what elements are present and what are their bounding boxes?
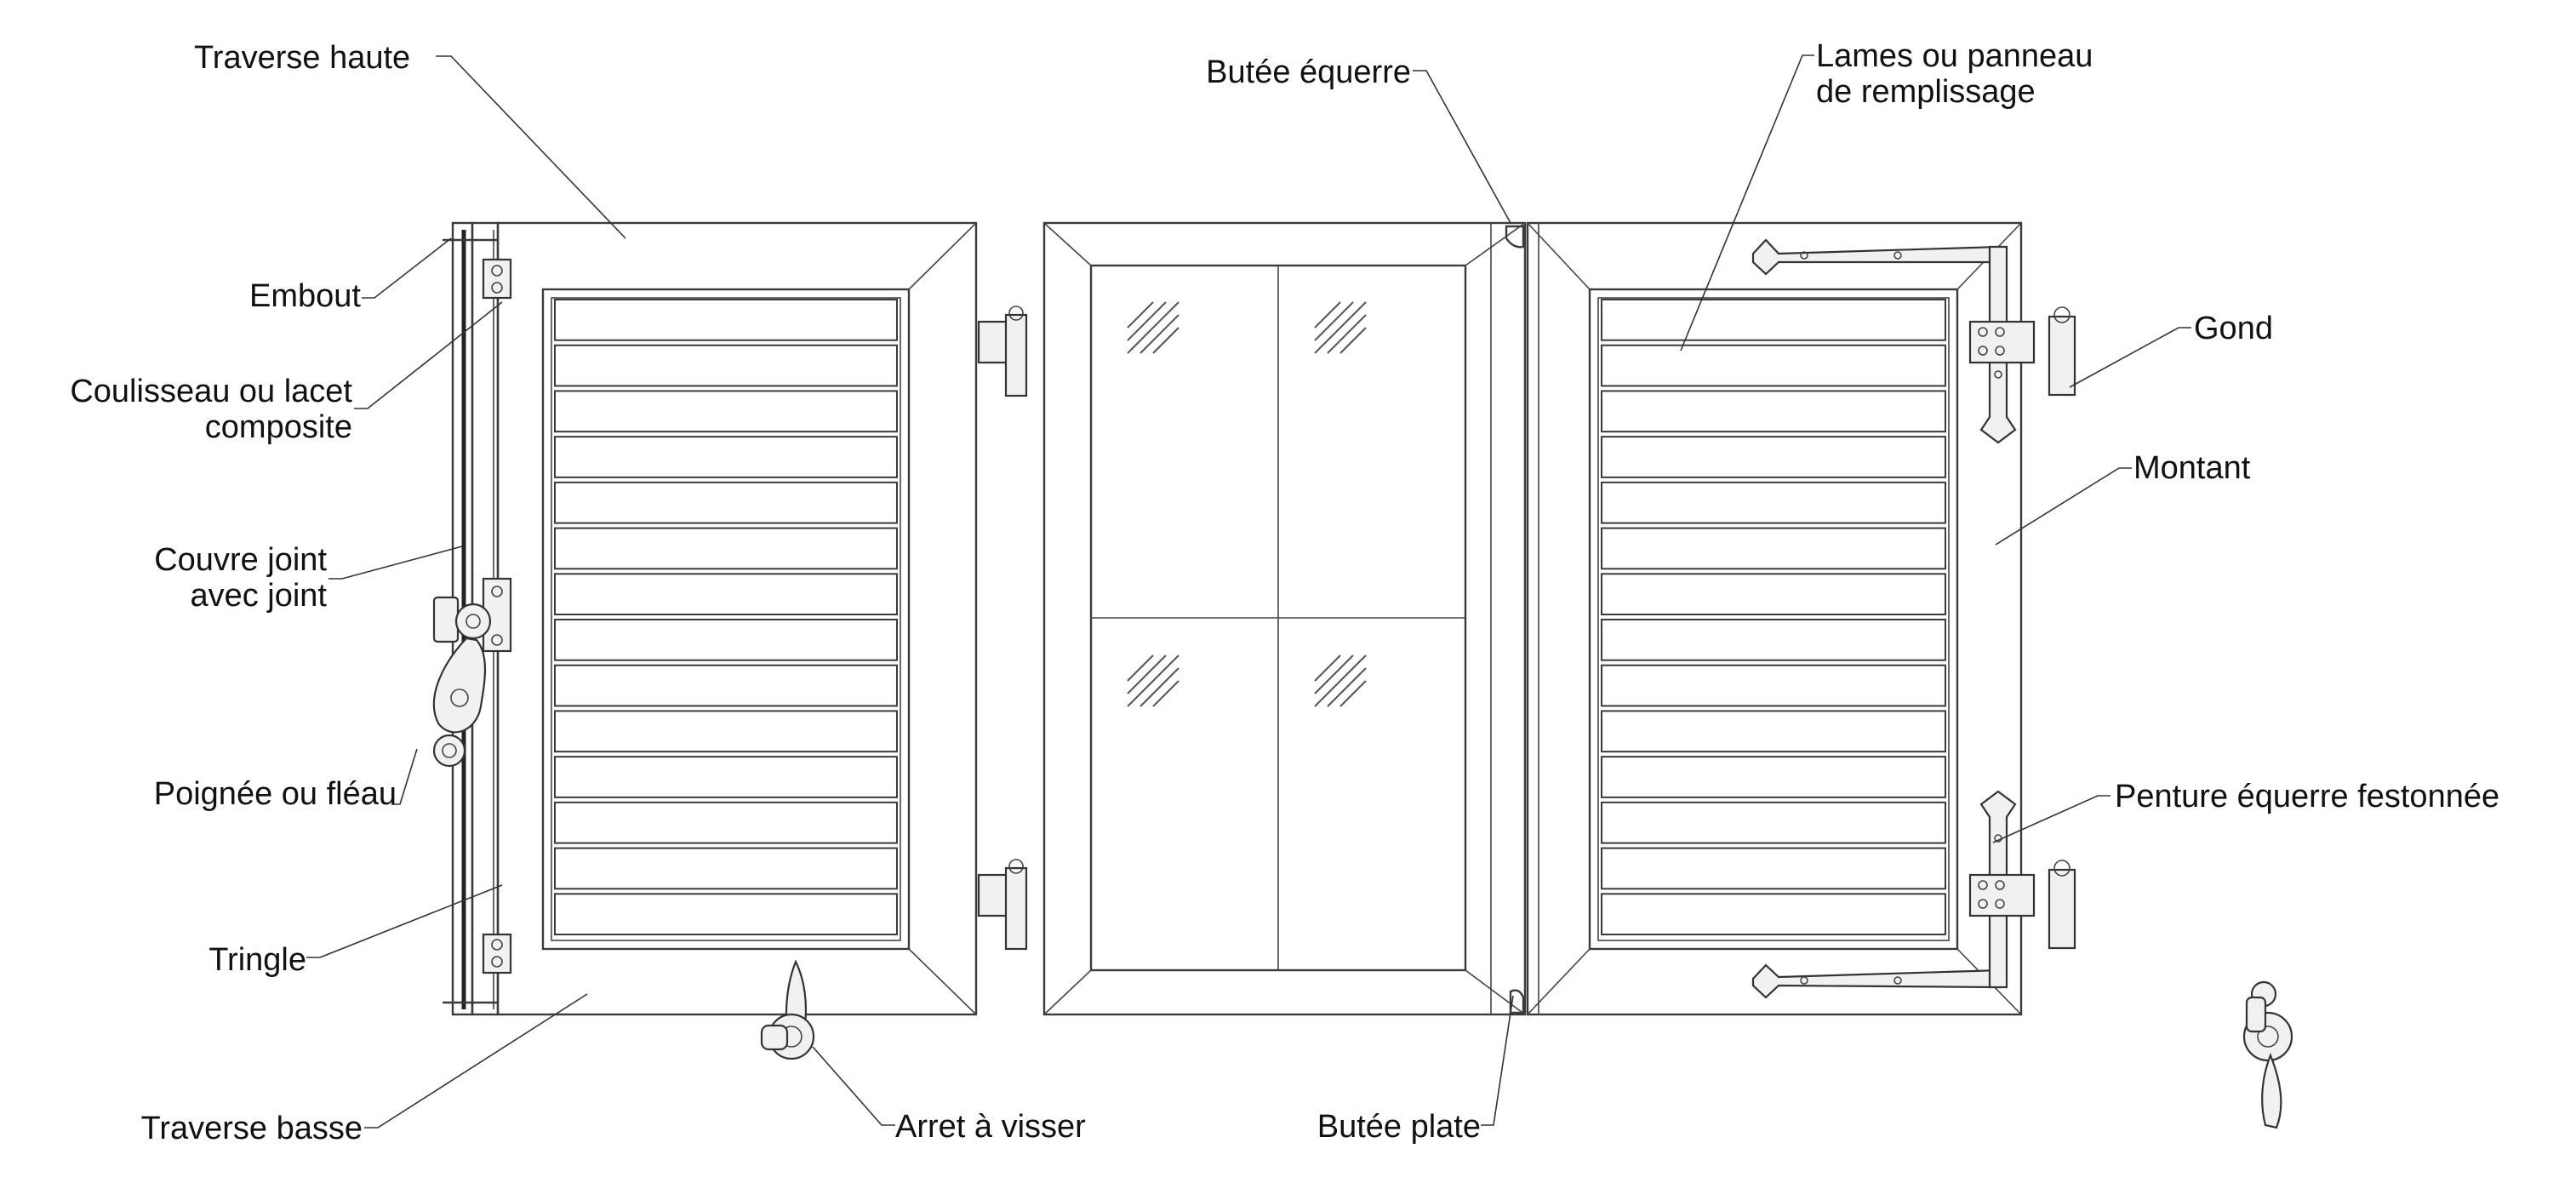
louver-slat <box>1601 664 1946 707</box>
center-mitre-br <box>1465 969 1526 1015</box>
arret-a-visser-right <box>2242 980 2293 1129</box>
label-penture: Penture équerre festonnée <box>2115 779 2499 814</box>
left-mitre-top-right <box>908 222 977 290</box>
label-lames-line1: Lames ou panneau <box>1816 38 2093 74</box>
label-tringle: Tringle <box>208 942 306 978</box>
right-mitre-tl <box>1527 222 1591 290</box>
right-shutter-frame <box>1526 221 2023 1016</box>
louver-slat <box>1601 847 1946 890</box>
louver-slat <box>554 344 898 387</box>
louver-slat <box>1601 710 1946 753</box>
left-shutter <box>432 221 978 1016</box>
label-butee-equerre: Butée équerre <box>1206 54 1411 90</box>
louver-slat <box>554 801 898 844</box>
label-montant: Montant <box>2133 450 2251 486</box>
label-traverse-basse: Traverse basse <box>141 1111 363 1146</box>
label-embout: Embout <box>249 278 361 314</box>
label-butee-plate: Butée plate <box>1317 1109 1481 1145</box>
center-mitre-bl <box>1043 969 1092 1015</box>
louver-slat <box>1601 573 1946 615</box>
right-mitre-bl <box>1527 948 1591 1015</box>
right-shutter <box>1526 221 2076 1016</box>
embout-rod-ends <box>443 238 498 1004</box>
louver-slat <box>1601 299 1946 341</box>
louver-slat <box>1601 390 1946 433</box>
butee-plate-mark <box>1509 989 1525 1014</box>
louver-slat <box>554 527 898 570</box>
louver-slat <box>554 847 898 890</box>
label-arret-a-visser: Arret à visser <box>895 1109 1086 1145</box>
louver-slat <box>554 299 898 341</box>
louver-slat <box>554 619 898 661</box>
left-hinges <box>977 306 1028 951</box>
louver-slat <box>554 436 898 478</box>
louver-slat <box>554 664 898 707</box>
right-shutter-panel-inner <box>1597 297 1950 941</box>
leader-lines <box>306 54 2191 1129</box>
center-mitre-tl <box>1043 222 1092 266</box>
butee-equerre-mark <box>1505 225 1525 249</box>
label-coulisseau-line2: composite <box>205 409 352 445</box>
louver-slat <box>554 573 898 615</box>
label-couvre-joint-line1: Couvre joint <box>154 542 327 578</box>
center-window <box>1042 221 1527 1016</box>
left-mitre-bottom-right <box>908 948 977 1015</box>
label-lames-line2: de remplissage <box>1816 74 2036 110</box>
left-shutter-panel-border <box>541 288 911 951</box>
right-shutter-panel-border <box>1588 288 1959 951</box>
louver-slat <box>554 481 898 524</box>
label-gond: Gond <box>2194 311 2273 346</box>
label-couvre-joint-line2: avec joint <box>190 578 327 614</box>
labels: Traverse haute Embout Coulisseau ou lace… <box>70 38 2499 1146</box>
louver-slat <box>1601 801 1946 844</box>
louver-slat <box>1601 756 1946 798</box>
louver-slat <box>554 390 898 433</box>
center-window-frame <box>1042 221 1527 1016</box>
louver-slat <box>1601 893 1946 936</box>
left-shutter-panel-inner <box>551 297 901 941</box>
louver-slat <box>1601 436 1946 478</box>
louver-slat <box>1601 619 1946 661</box>
right-shutter-slats <box>1601 299 1946 936</box>
louver-slat <box>554 893 898 936</box>
label-poignee: Poignée ou fléau <box>154 776 397 812</box>
louver-slat <box>1601 481 1946 524</box>
louver-slat <box>554 756 898 798</box>
label-traverse-haute: Traverse haute <box>194 40 410 76</box>
center-mitre-tr <box>1465 222 1526 266</box>
arret-a-visser-center <box>760 959 815 1060</box>
glass-hatches <box>1127 301 1367 707</box>
louver-slat <box>554 710 898 753</box>
poignee-handle <box>432 596 492 768</box>
gond-hinges <box>1968 306 2076 950</box>
label-coulisseau-line1: Coulisseau ou lacet <box>70 374 352 409</box>
louver-slat <box>1601 344 1946 387</box>
louver-slat <box>1601 527 1946 570</box>
left-shutter-slats <box>554 299 898 936</box>
